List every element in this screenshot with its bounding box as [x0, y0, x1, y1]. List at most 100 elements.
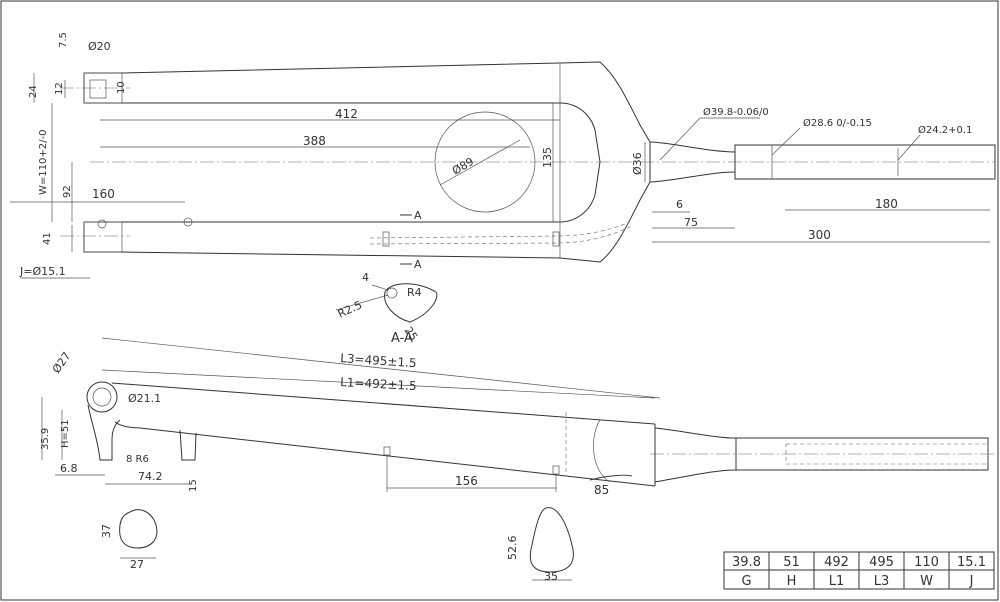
dim-w: W=110+2/-0 — [38, 130, 49, 195]
cable-port-2 — [552, 231, 560, 247]
dim-6-8: 6.8 — [60, 462, 78, 475]
cable-channel-2 — [369, 225, 633, 245]
dim-7-5: 7.5 — [58, 32, 69, 48]
dim-41: 41 — [42, 232, 53, 245]
spec-table-label: W — [920, 574, 933, 589]
side-blade-top — [111, 382, 656, 425]
lower-blade-outer — [83, 181, 651, 263]
spec-table-label: L1 — [829, 574, 845, 589]
dim-37: 37 — [100, 524, 113, 538]
spec-table-value: 495 — [869, 555, 894, 570]
dropout-bottom-hole — [97, 219, 107, 229]
brake-mount — [183, 217, 193, 227]
dim-l1-line — [101, 369, 656, 399]
section-a-a-profile — [384, 283, 438, 323]
dim-d28-6: Ø28.6 0/-0.15 — [803, 117, 872, 129]
cable-channel — [369, 221, 631, 239]
spec-table-label: J — [969, 574, 974, 589]
dim-l3: L3=495±1.5 — [340, 351, 417, 370]
dim-j: J=Ø15.1 — [19, 265, 66, 278]
dim-r4: R4 — [407, 286, 422, 299]
lower-blade-inner — [84, 161, 601, 223]
dim-35-9: 35.9 — [40, 428, 51, 450]
spec-table-value: 492 — [824, 555, 849, 570]
dim-74-2: 74.2 — [138, 470, 163, 483]
section-label-a-top: A — [414, 209, 422, 222]
section-title-a-a: A-A — [391, 331, 413, 346]
dim-24: 24 — [28, 85, 39, 98]
dim-6: 6 — [676, 198, 683, 211]
side-steerer-taper — [654, 427, 737, 483]
dim-r2-5: R2.5 — [336, 298, 364, 320]
dim-85: 85 — [594, 483, 609, 497]
top-view — [10, 61, 996, 279]
dim-l1: L1=492±1.5 — [340, 375, 417, 393]
side-port-2 — [552, 465, 560, 475]
profile-large-outline — [529, 507, 574, 573]
dim-d89: Ø89 — [450, 155, 476, 178]
section-a-a — [335, 283, 438, 323]
side-view — [41, 337, 995, 492]
side-steerer-inner — [785, 443, 989, 465]
tyre-clearance-circle — [434, 111, 536, 213]
dim-52-6: 52.6 — [506, 536, 519, 561]
leader-28 — [771, 127, 801, 156]
dim-160: 160 — [92, 187, 115, 201]
spec-table-label: L3 — [874, 574, 890, 589]
spec-table-label: G — [741, 574, 751, 589]
spec-table-value: 15.1 — [957, 555, 986, 570]
dim-92: 92 — [62, 185, 73, 198]
side-cable-exit — [589, 474, 633, 481]
dim-d27: Ø27 — [50, 350, 74, 376]
side-dropout-tab — [87, 404, 121, 461]
upper-blade-outline — [83, 73, 601, 163]
cable-port-1 — [382, 231, 390, 247]
dim-412: 412 — [335, 107, 358, 121]
side-port-1 — [383, 446, 391, 456]
profile-large — [529, 507, 574, 581]
side-blade-bottom — [114, 421, 656, 487]
dim-d21-1: Ø21.1 — [128, 392, 161, 405]
dim-300: 300 — [808, 228, 831, 242]
spec-table-value: 39.8 — [732, 555, 761, 570]
dropout-top — [83, 72, 123, 104]
section-label-a-bottom: A — [414, 258, 422, 271]
dim-10: 10 — [116, 81, 127, 94]
spec-table-value: 110 — [914, 555, 939, 570]
dim-156: 156 — [455, 474, 478, 488]
dim-l3-line — [101, 337, 661, 399]
dim-135: 135 — [541, 147, 554, 168]
profile-small — [119, 509, 158, 559]
dim-12: 12 — [54, 82, 65, 95]
side-dropout-inner — [92, 387, 112, 407]
spec-table-value: 51 — [783, 555, 800, 570]
dropout-bottom — [83, 221, 123, 253]
dim-180: 180 — [875, 197, 898, 211]
section-4-leader — [371, 284, 389, 291]
dim-8-r6: 8 R6 — [126, 454, 149, 465]
dim-27: 27 — [130, 558, 144, 571]
dim-d36: Ø36 — [631, 152, 644, 175]
profile-small-outline — [119, 509, 158, 549]
dim-d39-8: Ø39.8-0.06/0 — [703, 106, 769, 118]
dim-15: 15 — [188, 479, 199, 492]
dropout-top-slot — [89, 79, 107, 99]
dim-d24-2: Ø24.2+0.1 — [918, 124, 972, 136]
section-r2-5-leader — [335, 294, 389, 311]
dim-388: 388 — [303, 134, 326, 148]
dim-35: 35 — [544, 570, 558, 583]
upper-blade-outer — [84, 61, 651, 143]
side-dropout-outer — [86, 381, 118, 413]
section-a-a-channel — [386, 287, 398, 299]
leader-39 — [659, 117, 701, 161]
side-brake-tab — [179, 429, 197, 461]
dim-h: H=51 — [60, 419, 71, 448]
spec-table-label: H — [787, 574, 797, 589]
dim-4: 4 — [362, 271, 369, 284]
tyre-clearance-leader — [439, 139, 521, 186]
dim-d20: Ø20 — [88, 40, 111, 53]
side-crown-curve — [593, 419, 611, 483]
